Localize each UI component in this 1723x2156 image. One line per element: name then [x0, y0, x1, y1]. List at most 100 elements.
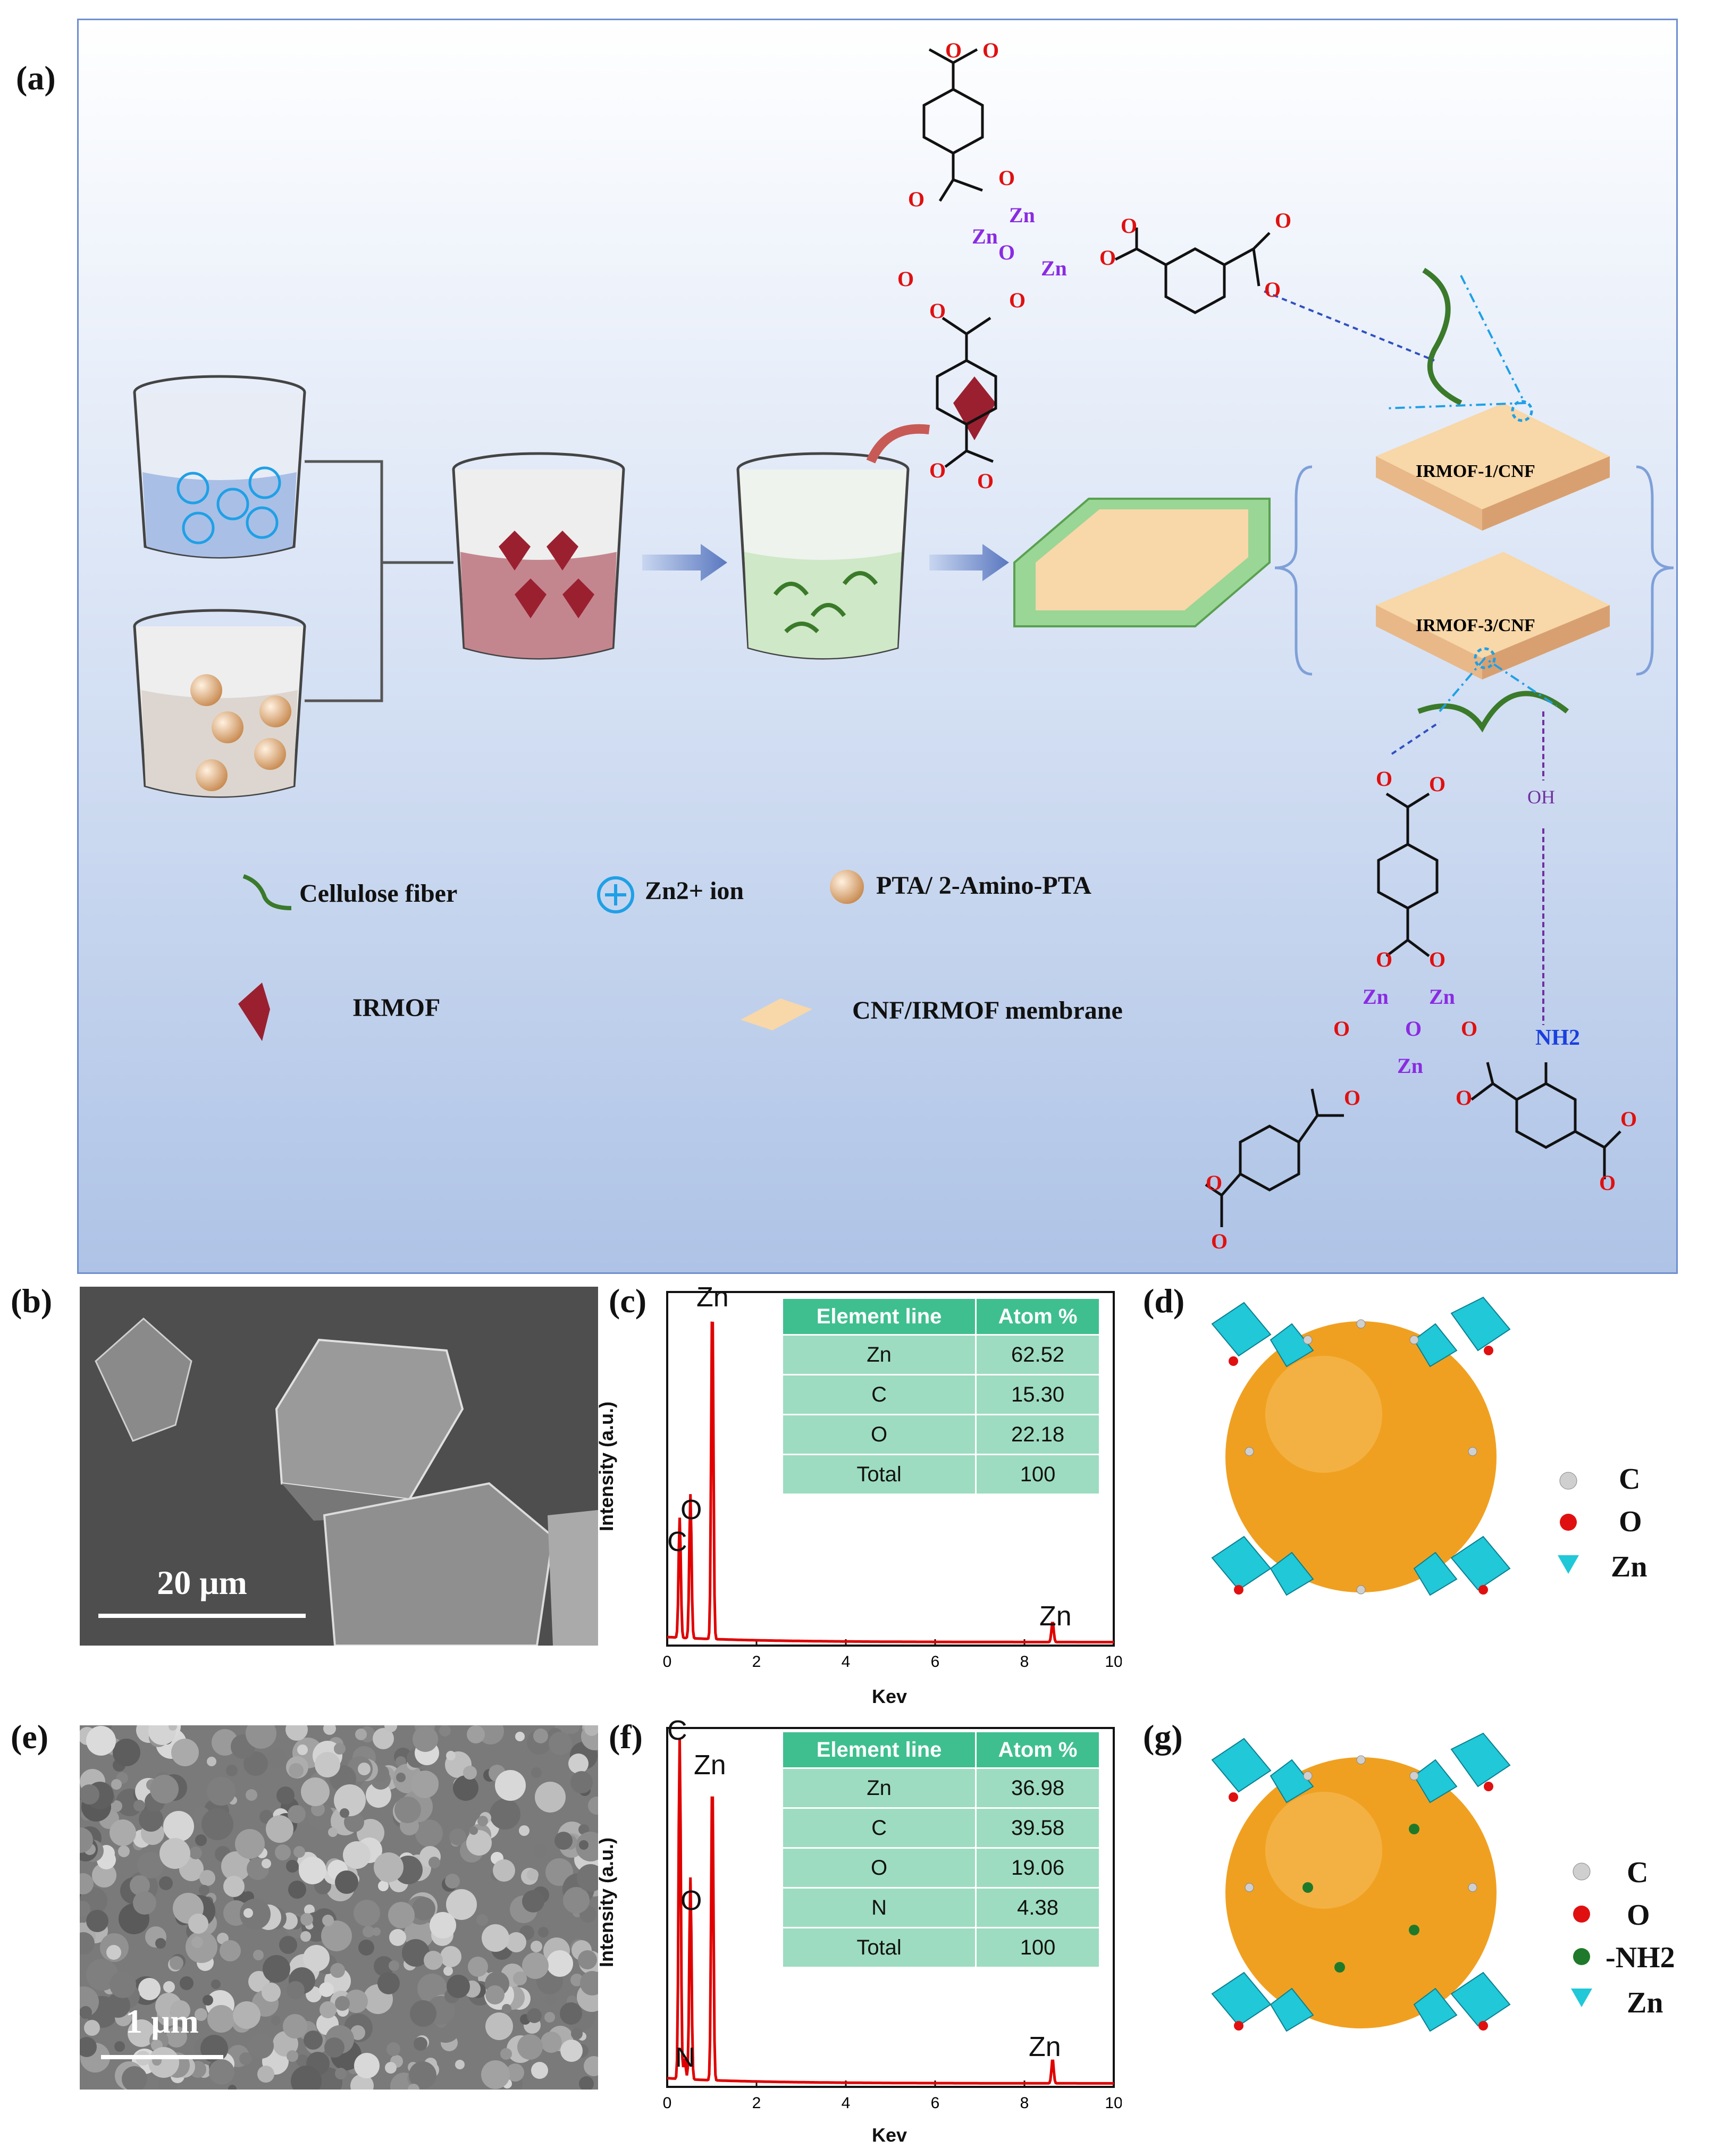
sem-particle [580, 1971, 598, 1995]
sem-particle [446, 1751, 456, 1760]
panel-label-d: (d) [1143, 1282, 1185, 1320]
sem-particle [538, 1927, 549, 1937]
sem-particle [207, 1777, 236, 1806]
sem-particle [522, 1952, 549, 1979]
sem-particle [408, 2084, 419, 2090]
sem-image-irmof3: 1 μm [80, 1725, 598, 2090]
svg-text:O: O [982, 38, 999, 62]
struct-d-legend-zn: Zn [1611, 1550, 1648, 1583]
eds-f-peak-zn2: Zn [1029, 2032, 1061, 2062]
sem-particle [195, 1834, 207, 1846]
sem-particle [163, 1811, 194, 1842]
sem-particle [502, 2004, 511, 2014]
sem-particle [133, 1800, 145, 1811]
sem-particle [80, 2037, 97, 2057]
scale-bar-label-b: 20 μm [157, 1564, 247, 1601]
sem-particle [374, 1956, 394, 1976]
sem-particle [578, 1950, 597, 1969]
sem-particle [92, 1863, 116, 1887]
svg-text:O: O [1461, 1017, 1477, 1041]
svg-text:Zn: Zn [1363, 985, 1389, 1009]
sem-particle [80, 1827, 93, 1853]
sem-particle [396, 1773, 406, 1782]
sem-particle [304, 2031, 323, 2050]
irmof-legend-icon [238, 983, 270, 1041]
membrane-irmof3 [1376, 552, 1610, 679]
sem-particle [344, 1990, 368, 2013]
membrane-tray [1013, 498, 1271, 627]
zn-ion-icons [176, 466, 281, 544]
scale-bar-b [98, 1614, 306, 1618]
sem-particle [201, 1808, 233, 1840]
sem-particle [377, 1972, 400, 1994]
eds-f-spectrum-line [667, 1738, 1114, 2085]
scale-bar-label-e: 1 μm [125, 2002, 199, 2040]
sem-particle [300, 1913, 313, 1926]
membrane-irmof1 [1376, 403, 1610, 531]
sem-particle [315, 1752, 340, 1777]
svg-text:O: O [998, 166, 1015, 190]
sem-particle [579, 2076, 594, 2090]
sem-particle [467, 1725, 485, 1743]
eds-f-cell: O [781, 1847, 977, 1889]
sem-particle [80, 1784, 99, 1805]
sem-particle [535, 1782, 566, 1813]
sem-particle [266, 1815, 293, 1843]
sem-particle [137, 1852, 164, 1878]
pta-ball-icon [830, 870, 864, 904]
cellulose-fiber-icon [242, 874, 292, 910]
eds-f-header-element: Element line [781, 1731, 977, 1769]
sem-particle [447, 1975, 470, 1998]
eds-c-xtick-label: 0 [663, 1653, 672, 1671]
sem-particle [527, 1869, 539, 1881]
sem-particle [350, 2025, 365, 2040]
sem-particle [246, 1725, 276, 1749]
struct-g-legend-c: C [1627, 1856, 1649, 1889]
sem-particle [80, 2070, 94, 2090]
sem-particle [579, 1840, 589, 1850]
irmof-octahedron [953, 376, 996, 440]
svg-text:O: O [1211, 1229, 1228, 1253]
sem-particle [446, 1889, 477, 1920]
sem-particle [148, 1725, 176, 1745]
sem-particle [568, 1754, 589, 1774]
sem-particle [130, 1875, 150, 1895]
sem-particle [531, 1941, 542, 1952]
sem-particle [443, 1966, 453, 1976]
sem-particle [519, 1825, 529, 1836]
sem-particle [297, 1744, 308, 1755]
sem-particle [335, 2068, 347, 2079]
sem-particle [373, 1728, 394, 1749]
struct-g-legend-o: O [1627, 1899, 1650, 1932]
irmof3-molecule [1205, 792, 1621, 1227]
svg-text:O: O [908, 187, 924, 211]
svg-text:O: O [1009, 288, 1026, 312]
sem-particle [80, 1932, 95, 1954]
sem-particle [477, 1725, 504, 1744]
carbon-atom-icon [1559, 1472, 1577, 1490]
sem-particle [80, 2006, 92, 2019]
irmof3-structure-image [1211, 1732, 1511, 2032]
sem-particle [485, 1985, 505, 2004]
sem-particle [163, 1981, 175, 1993]
sem-particle [191, 1936, 203, 1948]
sem-particle [415, 1819, 443, 1847]
svg-text:O: O [1599, 1171, 1616, 1195]
sem-particle [86, 1726, 116, 1756]
irmof1-molecule [922, 48, 1271, 468]
sem-particle [240, 1899, 271, 1930]
beaker-cellulose [736, 452, 910, 660]
sem-particle [209, 2059, 234, 2085]
sem-particle [288, 1881, 306, 1899]
sem-particle [378, 1881, 389, 1891]
eds-c-cell: C [781, 1374, 977, 1415]
sem-particle [560, 2002, 582, 2025]
sem-particle [466, 1830, 492, 1856]
sem-particle [195, 2008, 207, 2021]
panel-label-f: (f) [609, 1718, 643, 1756]
svg-text:Zn: Zn [1009, 203, 1035, 227]
svg-text:O: O [1121, 214, 1137, 238]
sem-particle [389, 1960, 399, 1971]
sem-particle [412, 1897, 435, 1920]
